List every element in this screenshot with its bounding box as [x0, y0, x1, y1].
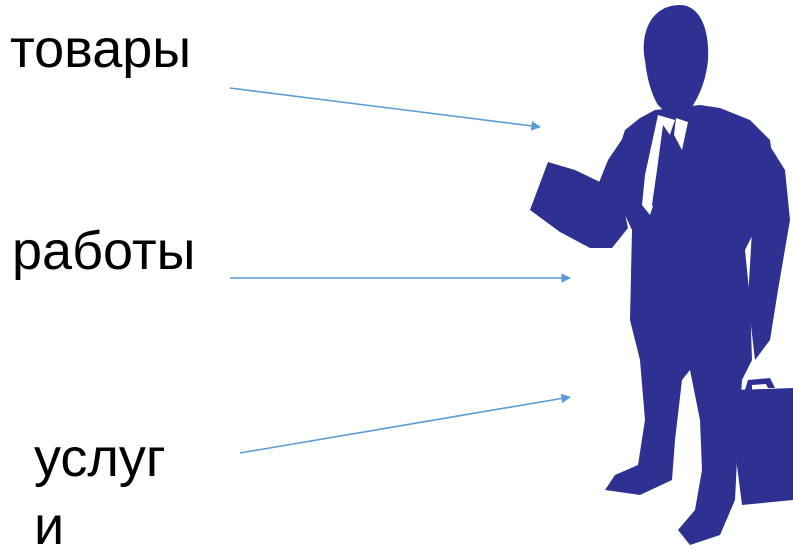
label-goods: товары: [10, 19, 192, 79]
arrow-goods: [229, 87, 541, 131]
label-works: работы: [12, 221, 196, 281]
arrow-services: [239, 393, 571, 454]
